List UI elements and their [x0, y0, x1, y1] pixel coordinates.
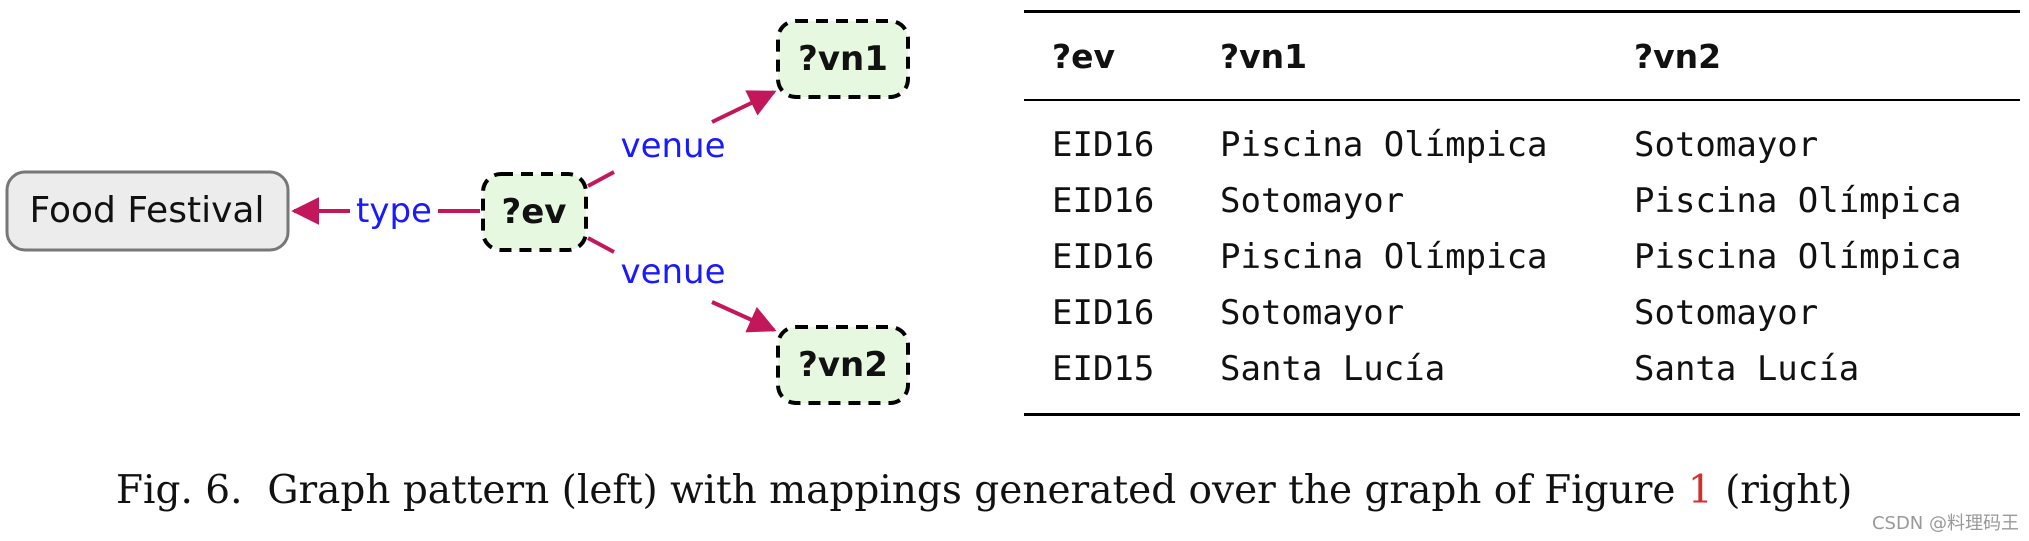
cell-ev: EID16 — [1052, 237, 1155, 277]
table-row: EID16 Sotomayor Piscina Olímpica — [1024, 173, 2020, 229]
column-header-vn2: ?vn2 — [1634, 36, 1722, 76]
graph-pattern-diagram: type venue venue Food Festival ?ev ?vn1 … — [5, 19, 910, 405]
edge-venue-bottom-line-lower — [711, 300, 777, 333]
edge-label-venue-top: venue — [620, 126, 725, 166]
table-row: EID16 Piscina Olímpica Sotomayor — [1024, 100, 2020, 173]
edge-venue-bottom-line-upper — [587, 236, 615, 254]
cell-vn1: Sotomayor — [1220, 293, 1405, 333]
watermark: CSDN @料理码王 — [1871, 513, 2019, 534]
table-row: EID15 Santa Lucía Santa Lucía — [1024, 341, 2020, 415]
edge-label-venue-bottom: venue — [620, 252, 725, 292]
figure-caption: Fig. 6. Graph pattern (left) with mappin… — [116, 468, 1916, 513]
mappings-table: ?ev ?vn1 ?vn2 EID16 Piscina Olímpica Sot… — [1024, 10, 2020, 416]
edge-label-type: type — [356, 191, 432, 231]
node-vn1-label: ?vn1 — [798, 39, 888, 79]
caption-label: Fig. 6. — [116, 468, 243, 513]
caption-text: Graph pattern (left) with mappings gener… — [267, 468, 1676, 513]
cell-vn1: Sotomayor — [1220, 181, 1405, 221]
column-header-vn1: ?vn1 — [1220, 36, 1308, 76]
node-ev: ?ev — [481, 172, 588, 252]
edge-venue-top-line-upper — [711, 90, 777, 124]
column-header-ev: ?ev — [1052, 36, 1116, 76]
cell-ev: EID16 — [1052, 293, 1155, 333]
cell-vn2: Piscina Olímpica — [1634, 237, 1962, 277]
caption-figure-reference-link[interactable]: 1 — [1687, 468, 1713, 513]
cell-vn1: Piscina Olímpica — [1220, 125, 1548, 165]
cell-ev: EID16 — [1052, 125, 1155, 165]
cell-vn2: Piscina Olímpica — [1634, 181, 1962, 221]
node-food-festival-label: Food Festival — [30, 190, 265, 231]
cell-ev: EID16 — [1052, 181, 1155, 221]
table-row: EID16 Sotomayor Sotomayor — [1024, 285, 2020, 341]
node-food-festival: Food Festival — [5, 170, 290, 252]
node-vn1: ?vn1 — [776, 19, 910, 99]
node-vn2: ?vn2 — [776, 325, 910, 405]
table-header-row: ?ev ?vn1 ?vn2 — [1024, 11, 2020, 100]
cell-vn2: Sotomayor — [1634, 293, 1819, 333]
table-row: EID16 Piscina Olímpica Piscina Olímpica — [1024, 229, 2020, 285]
cell-vn1: Piscina Olímpica — [1220, 237, 1548, 277]
cell-vn1: Santa Lucía — [1220, 349, 1446, 389]
edge-venue-top-line-lower — [587, 170, 615, 188]
node-ev-label: ?ev — [502, 192, 567, 232]
caption-text-after: (right) — [1725, 468, 1853, 513]
cell-vn2: Santa Lucía — [1634, 349, 1860, 389]
cell-vn2: Sotomayor — [1634, 125, 1819, 165]
cell-ev: EID15 — [1052, 349, 1155, 389]
node-vn2-label: ?vn2 — [798, 345, 888, 385]
